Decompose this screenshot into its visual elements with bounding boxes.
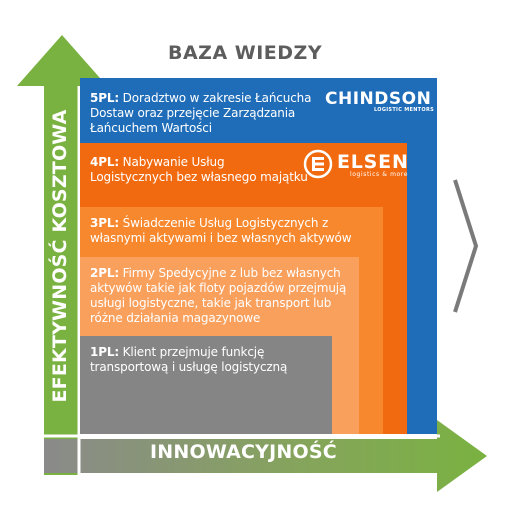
elsen-logo-tagline: logistics & more [350, 171, 409, 178]
chevron-right-icon [453, 179, 479, 313]
y-axis-label: EFEKTYWNOŚĆ KOSZTOWA [49, 109, 71, 403]
y-axis-arrow [17, 35, 107, 475]
level-code: 3PL: [90, 216, 119, 230]
level-code: 4PL: [90, 155, 119, 169]
level-1pl-band [80, 336, 332, 434]
level-4pl-label: 4PL: Nabywanie Usług Logistycznych bez w… [90, 155, 310, 185]
level-3pl-label: 3PL: Świadczenie Usług Logistycznych z w… [90, 216, 360, 246]
level-code: 2PL: [90, 266, 119, 280]
chindson-logo: CHINDSON LOGISTIC MENTORS [325, 89, 434, 114]
elsen-logo-icon [303, 149, 333, 179]
level-5pl-label: 5PL: Doradztwo w zakresie Łańcucha Dosta… [90, 91, 330, 136]
level-1pl-label: 1PL: Klient przejmuje funkcję transporto… [90, 345, 325, 375]
level-text: Klient przejmuje funkcję transportową i … [90, 345, 288, 374]
elsen-logo: ELSEN logistics & more [303, 149, 409, 181]
level-code: 1PL: [90, 345, 119, 359]
level-2pl-label: 2PL: Firmy Spedycyjne z lub bez własnych… [90, 266, 355, 326]
diagram-title: BAZA WIEDZY [168, 42, 323, 64]
level-code: 5PL: [90, 91, 119, 105]
x-axis-label: INNOWACYJNOŚĆ [150, 441, 337, 463]
x-axis-arrow [44, 420, 487, 492]
level-text: Firmy Spedycyjne z lub bez własnych akty… [90, 266, 347, 325]
level-text: Doradztwo w zakresie Łańcucha Dostaw ora… [90, 91, 312, 135]
chindson-logo-tagline: LOGISTIC MENTORS [374, 107, 434, 113]
chindson-logo-name: CHINDSON [325, 89, 432, 109]
level-text: Nabywanie Usług Logistycznych bez własne… [90, 155, 308, 184]
elsen-logo-name: ELSEN [337, 151, 409, 173]
level-text: Świadczenie Usług Logistycznych z własny… [90, 216, 352, 245]
